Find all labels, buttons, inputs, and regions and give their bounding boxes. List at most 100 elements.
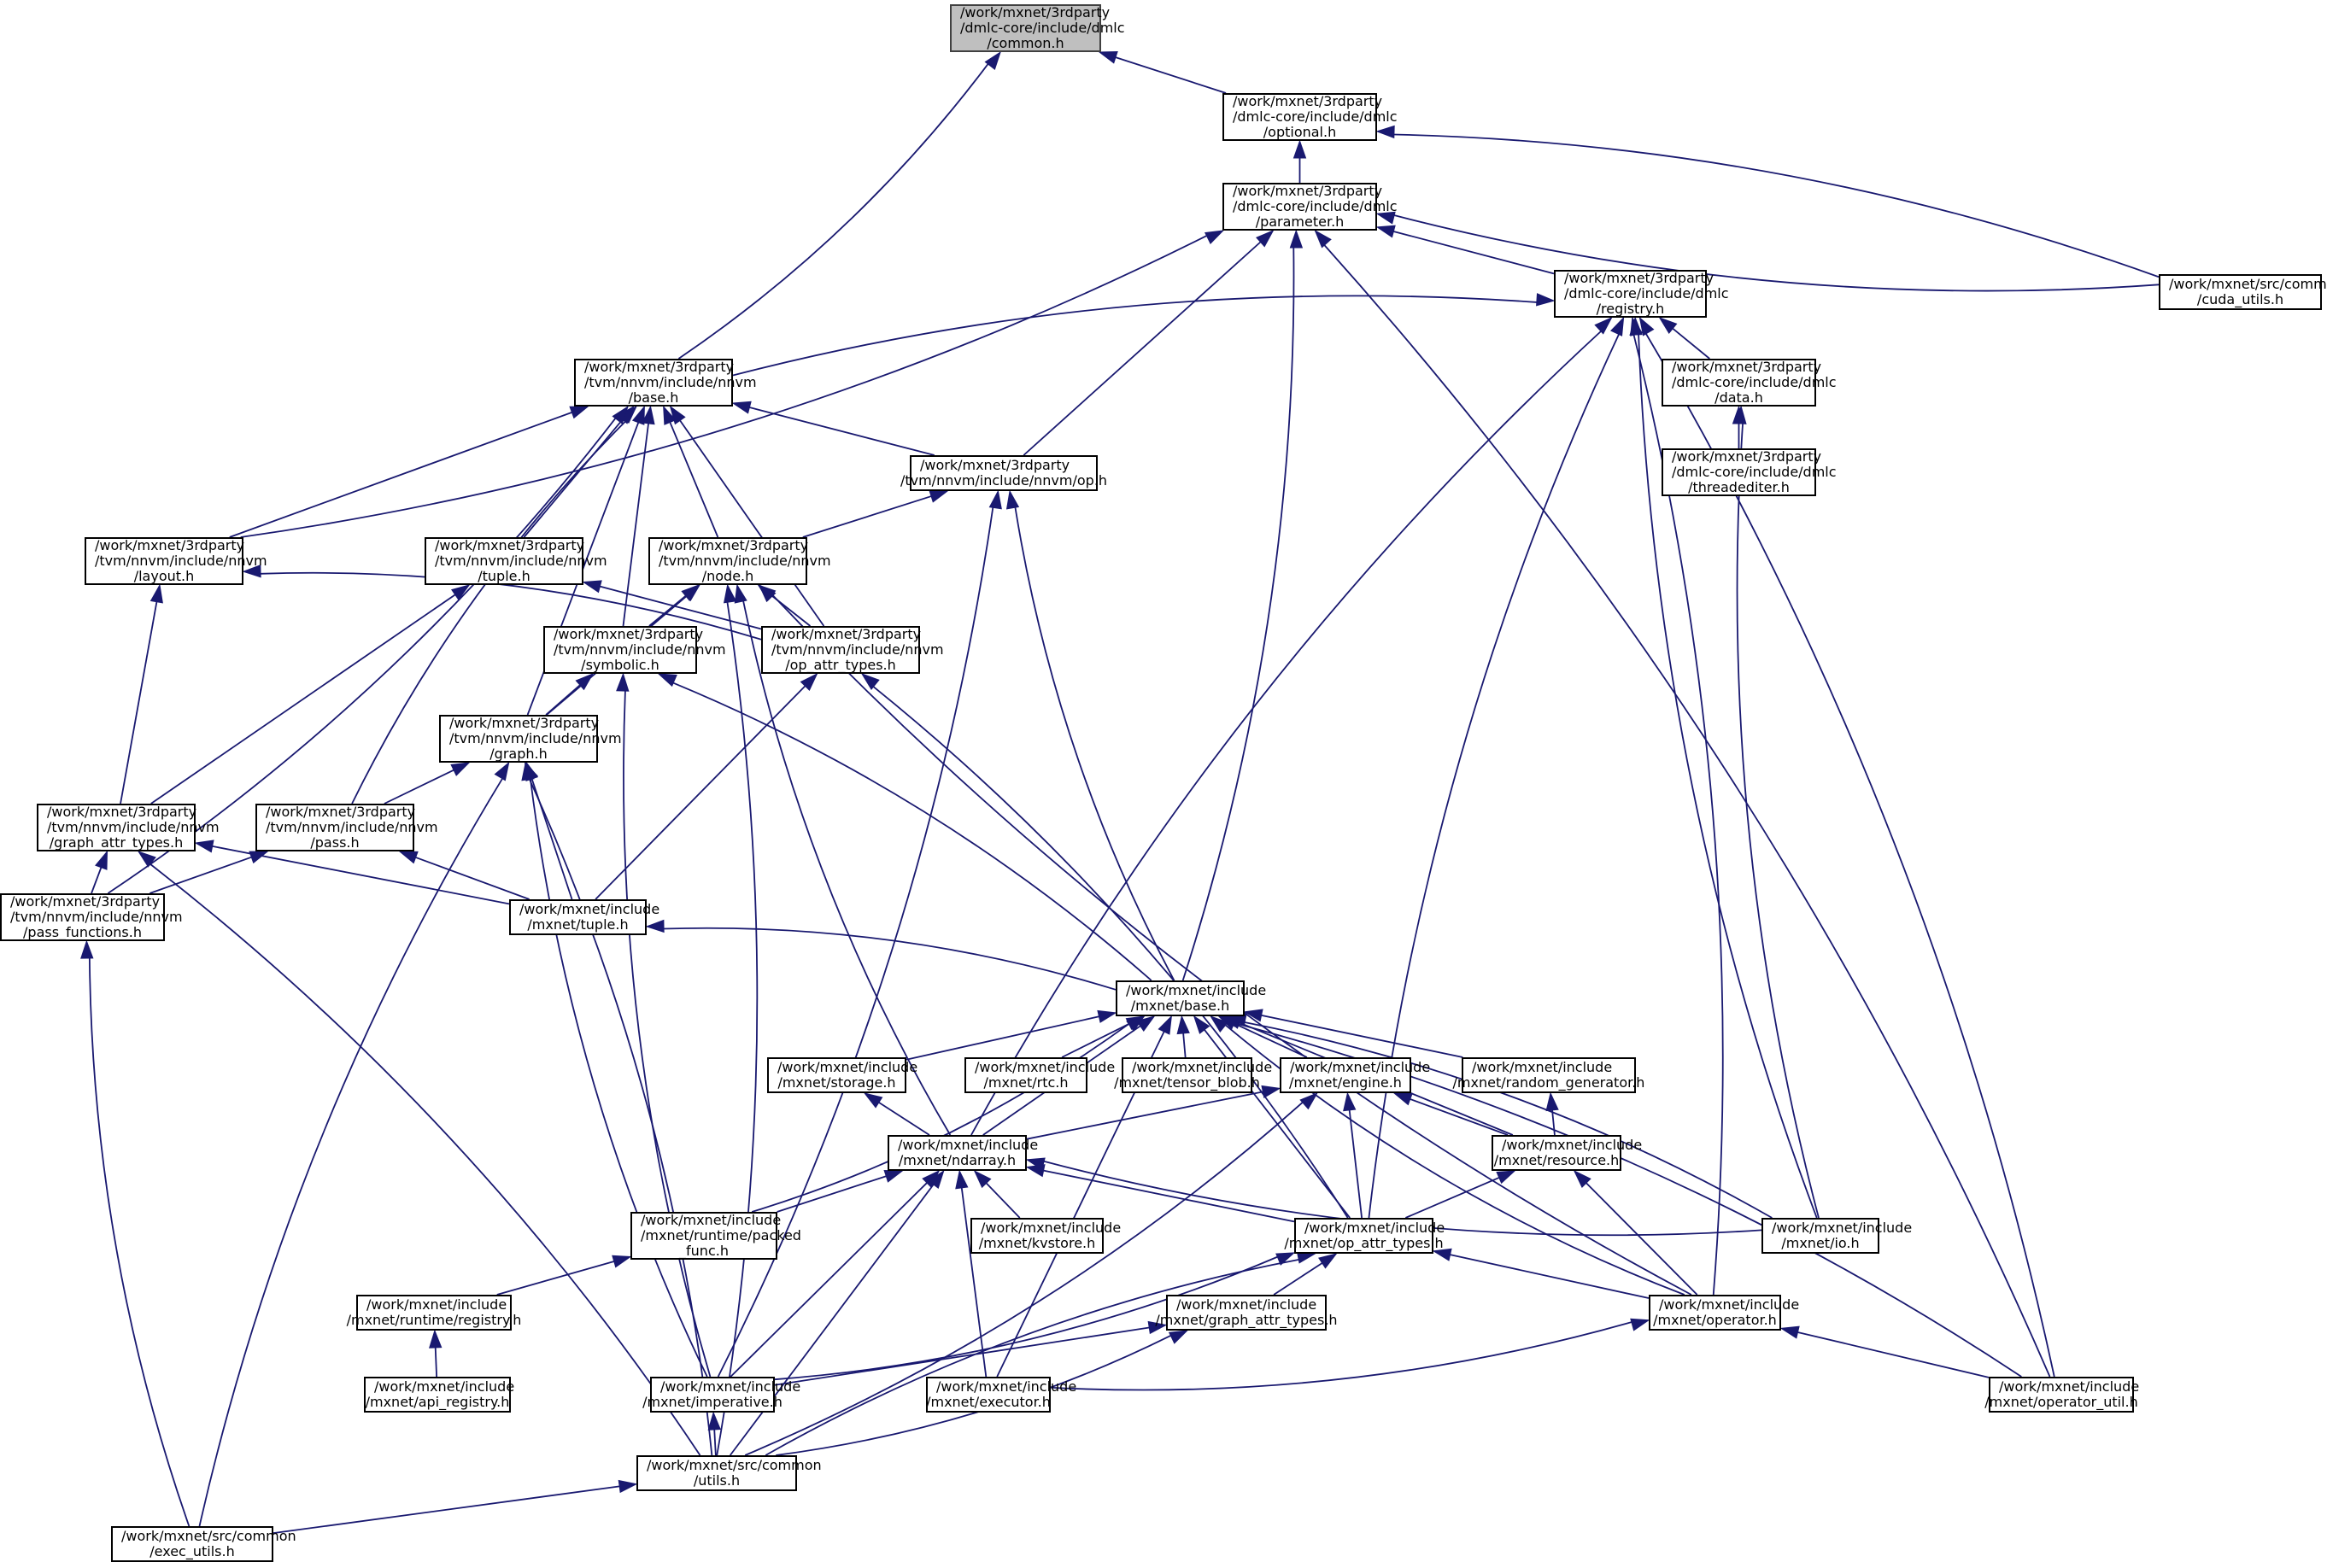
node-rtc[interactable]: /work/mxnet/include/mxnet/rtc.h: [964, 1057, 1115, 1093]
node-nnvm-base[interactable]: /work/mxnet/3rdparty/tvm/nnvm/include/nn…: [574, 359, 757, 407]
node-nnvm-op[interactable]: /work/mxnet/3rdparty/tvm/nnvm/include/nn…: [900, 455, 1107, 491]
arrowhead-icon: [575, 673, 595, 691]
node-label-line: _func.h: [678, 1243, 729, 1260]
node-storage[interactable]: /work/mxnet/include/mxnet/storage.h: [767, 1057, 917, 1093]
edge-layout-to-parameter: [240, 235, 1208, 538]
node-label-line: /parameter.h: [1256, 214, 1345, 230]
edge-engine-to-mx_base: [1234, 1022, 1308, 1058]
node-box: [2159, 274, 2322, 310]
arrowhead-icon: [645, 919, 665, 933]
edge-mx_base-to-mx_tuple: [663, 927, 1117, 991]
node-box: [648, 537, 807, 585]
node-io[interactable]: /work/mxnet/include/mxnet/io.h: [1761, 1218, 1912, 1254]
node-threadediter[interactable]: /work/mxnet/3rdparty/dmlc-core/include/d…: [1662, 448, 1837, 496]
edge-packed_func-to-mx_base: [751, 1023, 1130, 1213]
edge-resource-to-random_generator: [1551, 1109, 1556, 1136]
node-parameter[interactable]: /work/mxnet/3rdparty/dmlc-core/include/d…: [1222, 183, 1398, 231]
node-symbolic[interactable]: /work/mxnet/3rdparty/tvm/nnvm/include/nn…: [543, 626, 726, 674]
arrowhead-icon: [582, 580, 602, 594]
node-label-line: /mxnet/io.h: [1781, 1235, 1859, 1251]
arrowhead-icon: [1168, 1330, 1189, 1344]
node-nnvm-tuple[interactable]: /work/mxnet/3rdparty/tvm/nnvm/include/nn…: [425, 537, 607, 585]
arrowhead-icon: [137, 851, 156, 868]
node-ndarray[interactable]: /work/mxnet/include/mxnet/ndarray.h: [888, 1135, 1038, 1171]
node-box: [85, 537, 243, 585]
node-pass-functions[interactable]: /work/mxnet/3rdparty/tvm/nnvm/include/nn…: [0, 893, 183, 941]
node-packed-func[interactable]: /work/mxnet/include/mxnet/runtime/packed…: [630, 1212, 801, 1260]
arrowhead-icon: [1158, 1015, 1172, 1035]
edge-nnvm_op_attr_types-to-nnvm_base: [679, 419, 825, 627]
node-node[interactable]: /work/mxnet/3rdparty/tvm/nnvm/include/nn…: [648, 537, 831, 585]
edge-nnvm_graph_attr_types-to-nnvm_tuple: [150, 594, 456, 804]
node-data[interactable]: /work/mxnet/3rdparty/dmlc-core/include/d…: [1662, 359, 1837, 407]
arrowhead-icon: [1610, 316, 1625, 336]
node-label-line: /registry.h: [1597, 301, 1665, 317]
node-common[interactable]: /work/mxnet/3rdparty/dmlc-core/include/d…: [950, 4, 1125, 52]
edge-io-to-mx_base: [1244, 1021, 1773, 1219]
node-layout[interactable]: /work/mxnet/3rdparty/tvm/nnvm/include/nn…: [85, 537, 267, 585]
node-operator-util[interactable]: /work/mxnet/include/mxnet/operator_util.…: [1984, 1377, 2139, 1413]
node-api-registry[interactable]: /work/mxnet/include/mxnet/api_registry.h: [364, 1377, 514, 1413]
node-label-line: /work/mxnet/3rdparty: [266, 804, 415, 820]
node-box: [509, 899, 647, 935]
node-label-line: /mxnet/ndarray.h: [899, 1152, 1016, 1168]
node-random-generator[interactable]: /work/mxnet/include/mxnet/random_generat…: [1453, 1057, 1645, 1093]
arrowhead-icon: [642, 405, 655, 425]
node-executor[interactable]: /work/mxnet/include/mxnet/executor.h: [926, 1377, 1076, 1413]
node-label-line: /dmlc-core/include/dmlc: [960, 20, 1125, 36]
node-nnvm-op-attr-types[interactable]: /work/mxnet/3rdparty/tvm/nnvm/include/nn…: [761, 626, 944, 674]
node-mx-graph-attr-types[interactable]: /work/mxnet/include/mxnet/graph_attr_typ…: [1155, 1295, 1338, 1331]
edge-ndarray-to-storage: [878, 1102, 930, 1136]
node-box: [767, 1057, 906, 1093]
edge-operator-to-resource: [1586, 1182, 1698, 1296]
edge-operator_util-to-parameter: [1323, 244, 2051, 1378]
node-exec-utils[interactable]: /work/mxnet/src/common/exec_utils.h: [111, 1526, 296, 1562]
node-label-line: /mxnet/graph_attr_types.h: [1155, 1312, 1337, 1329]
node-label-line: /dmlc-core/include/dmlc: [1672, 374, 1837, 390]
node-imperative[interactable]: /work/mxnet/include/mxnet/imperative.h: [642, 1377, 800, 1413]
node-runtime-registry[interactable]: /work/mxnet/include/mxnet/runtime/regist…: [347, 1295, 522, 1331]
node-mx-base[interactable]: /work/mxnet/include/mxnet/base.h: [1116, 980, 1266, 1016]
node-mx-op-attr-types[interactable]: /work/mxnet/include/mxnet/op_attr_types.…: [1284, 1218, 1445, 1254]
edge-rtc-to-mx_base: [1061, 1023, 1129, 1058]
node-operator[interactable]: /work/mxnet/include/mxnet/operator.h: [1649, 1295, 1799, 1331]
node-box: [364, 1377, 511, 1413]
node-cuda-utils[interactable]: /work/mxnet/src/common/cuda_utils.h: [2159, 274, 2327, 310]
node-optional[interactable]: /work/mxnet/3rdparty/dmlc-core/include/d…: [1222, 93, 1398, 141]
node-engine[interactable]: /work/mxnet/include/mxnet/engine.h: [1280, 1057, 1430, 1093]
arrowhead-icon: [988, 489, 1002, 510]
arrowhead-icon: [1630, 1318, 1650, 1331]
node-label-line: /tvm/nnvm/include/nnvm: [771, 641, 944, 658]
edge-graph-to-symbolic: [545, 684, 581, 716]
node-label-line: /cuda_utils.h: [2197, 291, 2283, 308]
arrowhead-icon: [984, 50, 1002, 70]
edge-packed_func-to-ndarray: [777, 1175, 887, 1213]
node-label-line: /mxnet/imperative.h: [642, 1394, 783, 1410]
edge-nnvm_op_attr_types-to-layout: [260, 571, 762, 641]
node-label-line: /mxnet/resource.h: [1494, 1152, 1620, 1168]
node-tensor-blob[interactable]: /work/mxnet/include/mxnet/tensor_blob.h: [1114, 1057, 1272, 1093]
node-box: [630, 1212, 777, 1260]
arrowhead-icon: [928, 1169, 945, 1190]
node-nnvm-graph-attr-types[interactable]: /work/mxnet/3rdparty/tvm/nnvm/include/nn…: [37, 804, 220, 851]
node-label-line: /work/mxnet/include: [1126, 982, 1266, 998]
node-kvstore[interactable]: /work/mxnet/include/mxnet/kvstore.h: [970, 1218, 1121, 1254]
arrowhead-icon: [1097, 1009, 1117, 1023]
node-mx-tuple[interactable]: /work/mxnet/include/mxnet/tuple.h: [509, 899, 659, 935]
arrowhead-icon: [618, 1479, 638, 1494]
arrowhead-icon: [1733, 405, 1747, 424]
arrowhead-icon: [1318, 1253, 1338, 1269]
node-resource[interactable]: /work/mxnet/include/mxnet/resource.h: [1492, 1135, 1642, 1171]
node-label-line: /mxnet/tuple.h: [527, 916, 628, 933]
node-label-line: /op_attr_types.h: [785, 657, 896, 674]
node-pass[interactable]: /work/mxnet/3rdparty/tvm/nnvm/include/nn…: [255, 804, 438, 851]
arrowhead-icon: [758, 583, 777, 603]
node-label-line: /base.h: [629, 389, 679, 406]
node-box: [964, 1057, 1087, 1093]
arrowhead-icon: [1375, 125, 1395, 139]
edge-utils-to-mx_op_attr_types: [765, 1259, 1299, 1456]
node-registry[interactable]: /work/mxnet/3rdparty/dmlc-core/include/d…: [1554, 270, 1729, 318]
node-utils[interactable]: /work/mxnet/src/common/utils.h: [636, 1455, 822, 1491]
node-graph[interactable]: /work/mxnet/3rdparty/tvm/nnvm/include/nn…: [439, 715, 622, 763]
edge-imperative-to-mx_op_attr_types: [774, 1255, 1278, 1381]
